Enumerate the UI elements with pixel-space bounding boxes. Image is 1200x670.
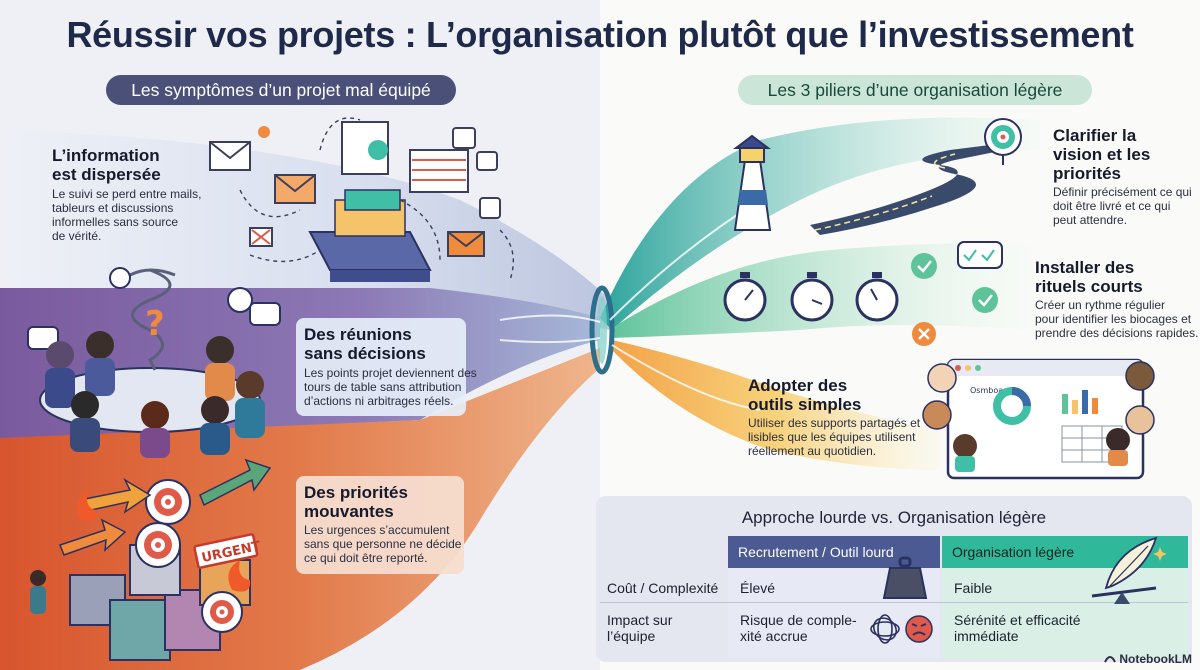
symptom-text-line: Les points projet deviennent des — [304, 366, 477, 380]
pillar-text-line: Utiliser des supports partagés et — [748, 416, 921, 430]
row-label: Impact sur — [607, 612, 673, 628]
symptom-title-line-1: Des réunions — [304, 325, 412, 344]
priorities-illustration: URGENT — [30, 458, 272, 661]
symptom-title-line-1: L’information — [52, 146, 160, 165]
symptoms-header: Les symptômes d’un projet mal équipé — [106, 75, 456, 105]
row-label: Coût / Complexité — [607, 580, 719, 596]
light-cell: Sérénité et efficacité — [954, 612, 1081, 628]
meeting-illustration: ? — [27, 267, 281, 458]
pillar-text-line: réellement au quotidien. — [748, 444, 877, 458]
stopwatch-icons — [723, 241, 1003, 346]
page-title: Réussir vos projets : L’organisation plu… — [66, 14, 1134, 55]
heavy-cell: Risque de comple- — [740, 612, 857, 628]
pillar-text-line: doit être livré et ce qui — [1053, 199, 1171, 213]
symptom-title-line-2: mouvantes — [304, 502, 394, 521]
pillars-header: Les 3 piliers d’une organisation légère — [738, 75, 1092, 105]
pillar-title-line: priorités — [1053, 164, 1122, 183]
dashboard-illustration: Osmboard — [922, 358, 1155, 480]
light-cell: immédiate — [954, 628, 1019, 644]
brand-name: NotebookLM — [1119, 652, 1192, 666]
heavy-column-header: Recrutement / Outil lourd — [728, 536, 940, 568]
notebooklm-logo-icon — [1104, 656, 1116, 663]
pillar-title-line: vision et les — [1053, 145, 1151, 164]
lighthouse-illustration — [733, 118, 1022, 235]
pillar-text-line: pour identifier les biocages et — [1035, 312, 1192, 326]
symptom-title-line-2: est dispersée — [52, 165, 161, 184]
pillar-title-line: Installer des — [1035, 258, 1135, 277]
scattered-documents-illustration — [209, 117, 514, 282]
pillar-text-line: Créer un rythme régulier — [1035, 298, 1166, 312]
row-label: l’équipe — [607, 628, 656, 644]
angry-face-icon — [905, 615, 933, 643]
row-divider — [600, 602, 1188, 603]
brand-footer: NotebookLM — [1104, 652, 1192, 666]
light-column-body — [942, 568, 1188, 658]
pillar-text-line: peut attendre. — [1053, 213, 1128, 227]
symptom-text-line: tours de table sans attribution — [304, 380, 462, 394]
symptom-card-background — [296, 476, 464, 574]
symptom-text-line: informelles sans source — [52, 215, 179, 229]
symptom-text-line: Les urgences s’accumulent — [304, 523, 450, 537]
symptom-title-line-1: Des priorités — [304, 483, 408, 502]
pillar-text-line: prendre des décisions rapides. — [1035, 326, 1199, 340]
tangle-icon — [870, 614, 900, 644]
dashboard-label: Osmboard — [970, 386, 1011, 395]
symptom-text-line: Le suivi se perd entre mails, — [52, 187, 202, 201]
symptom-text-line: de vérité. — [52, 229, 102, 243]
pillar-title-line: rituels courts — [1035, 277, 1143, 296]
pillar-text-line: lisibles que les équipes utilisent — [748, 430, 916, 444]
heavy-cell: Élevé — [740, 580, 776, 596]
pillar-title-line: outils simples — [748, 395, 862, 414]
symptom-text-line: d’actions ni arbitrages réels. — [304, 394, 454, 408]
light-cell: Faible — [954, 580, 993, 596]
symptom-text-line: sans que personne ne décide — [304, 537, 462, 551]
pillar-text-line: Définir précisément ce qui — [1053, 185, 1192, 199]
feather-balance-icon — [1091, 536, 1166, 604]
symptom-text-line: tableurs et discussions — [52, 201, 174, 215]
symptom-text-line: ce qui doit être reporté. — [304, 551, 428, 565]
heavy-cell: xité accrue — [740, 628, 808, 644]
pillar-title-line: Adopter des — [748, 376, 848, 395]
pillar-title-line: Clarifier la — [1053, 126, 1137, 145]
symptom-title-line-2: sans décisions — [304, 344, 426, 363]
weight-icon — [882, 556, 928, 599]
symptom-card-background — [296, 318, 466, 416]
comparison-title: Approche lourde vs. Organisation légère — [741, 508, 1047, 527]
svg-text:?: ? — [145, 304, 165, 344]
